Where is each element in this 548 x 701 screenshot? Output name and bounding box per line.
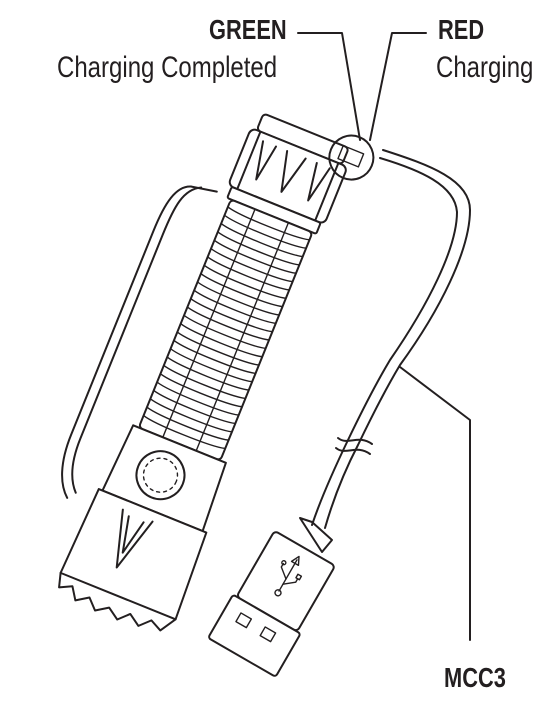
fin-ridge: [149, 398, 233, 433]
fin-ridge: [193, 289, 277, 325]
fin-ridge: [227, 206, 311, 241]
charging-indicator: [328, 134, 375, 181]
fin-ridge: [186, 306, 270, 341]
pocket-clip: [61, 185, 218, 499]
fin-ridge: [169, 348, 253, 383]
fin-ridge: [206, 256, 290, 291]
fin-ridge: [190, 297, 274, 333]
charging-cable: [299, 149, 471, 553]
fin-ridge: [159, 373, 243, 408]
fin-ridge: [163, 364, 247, 400]
fin-ridge: [220, 222, 304, 258]
fin-ridge: [196, 281, 280, 316]
cable-leader-line: [399, 366, 471, 641]
fin-ridge: [203, 264, 287, 299]
flashlight: [58, 113, 375, 632]
red-indicator-description: Charging: [436, 51, 534, 84]
cooling-fins: [138, 199, 313, 461]
fin-ridge: [146, 406, 230, 441]
fin-ridge: [210, 247, 294, 283]
fin-ridge: [176, 331, 260, 366]
fin-ridge: [223, 214, 307, 249]
green-indicator-description: Charging Completed: [57, 51, 278, 84]
cable-model-label: MCC3: [444, 662, 506, 693]
usb-plug: [208, 531, 335, 677]
usb-symbol-icon: [274, 555, 303, 597]
fin-ridge: [156, 381, 240, 416]
fin-ridge: [179, 323, 263, 358]
indicator-leader-lines: [297, 32, 427, 141]
red-indicator-title: RED: [438, 14, 485, 45]
fin-ridge: [142, 414, 226, 450]
fin-ridge: [153, 389, 237, 425]
fin-ridge: [183, 314, 267, 350]
fin-ridge: [166, 356, 250, 391]
flashlight-head: [58, 424, 227, 632]
fin-ridge: [217, 231, 301, 266]
fin-ridge: [173, 339, 257, 375]
green-indicator-title: GREEN: [209, 14, 287, 45]
fin-ridge: [213, 239, 297, 274]
fin-ridge: [200, 272, 284, 308]
tail-cap: [226, 113, 349, 235]
